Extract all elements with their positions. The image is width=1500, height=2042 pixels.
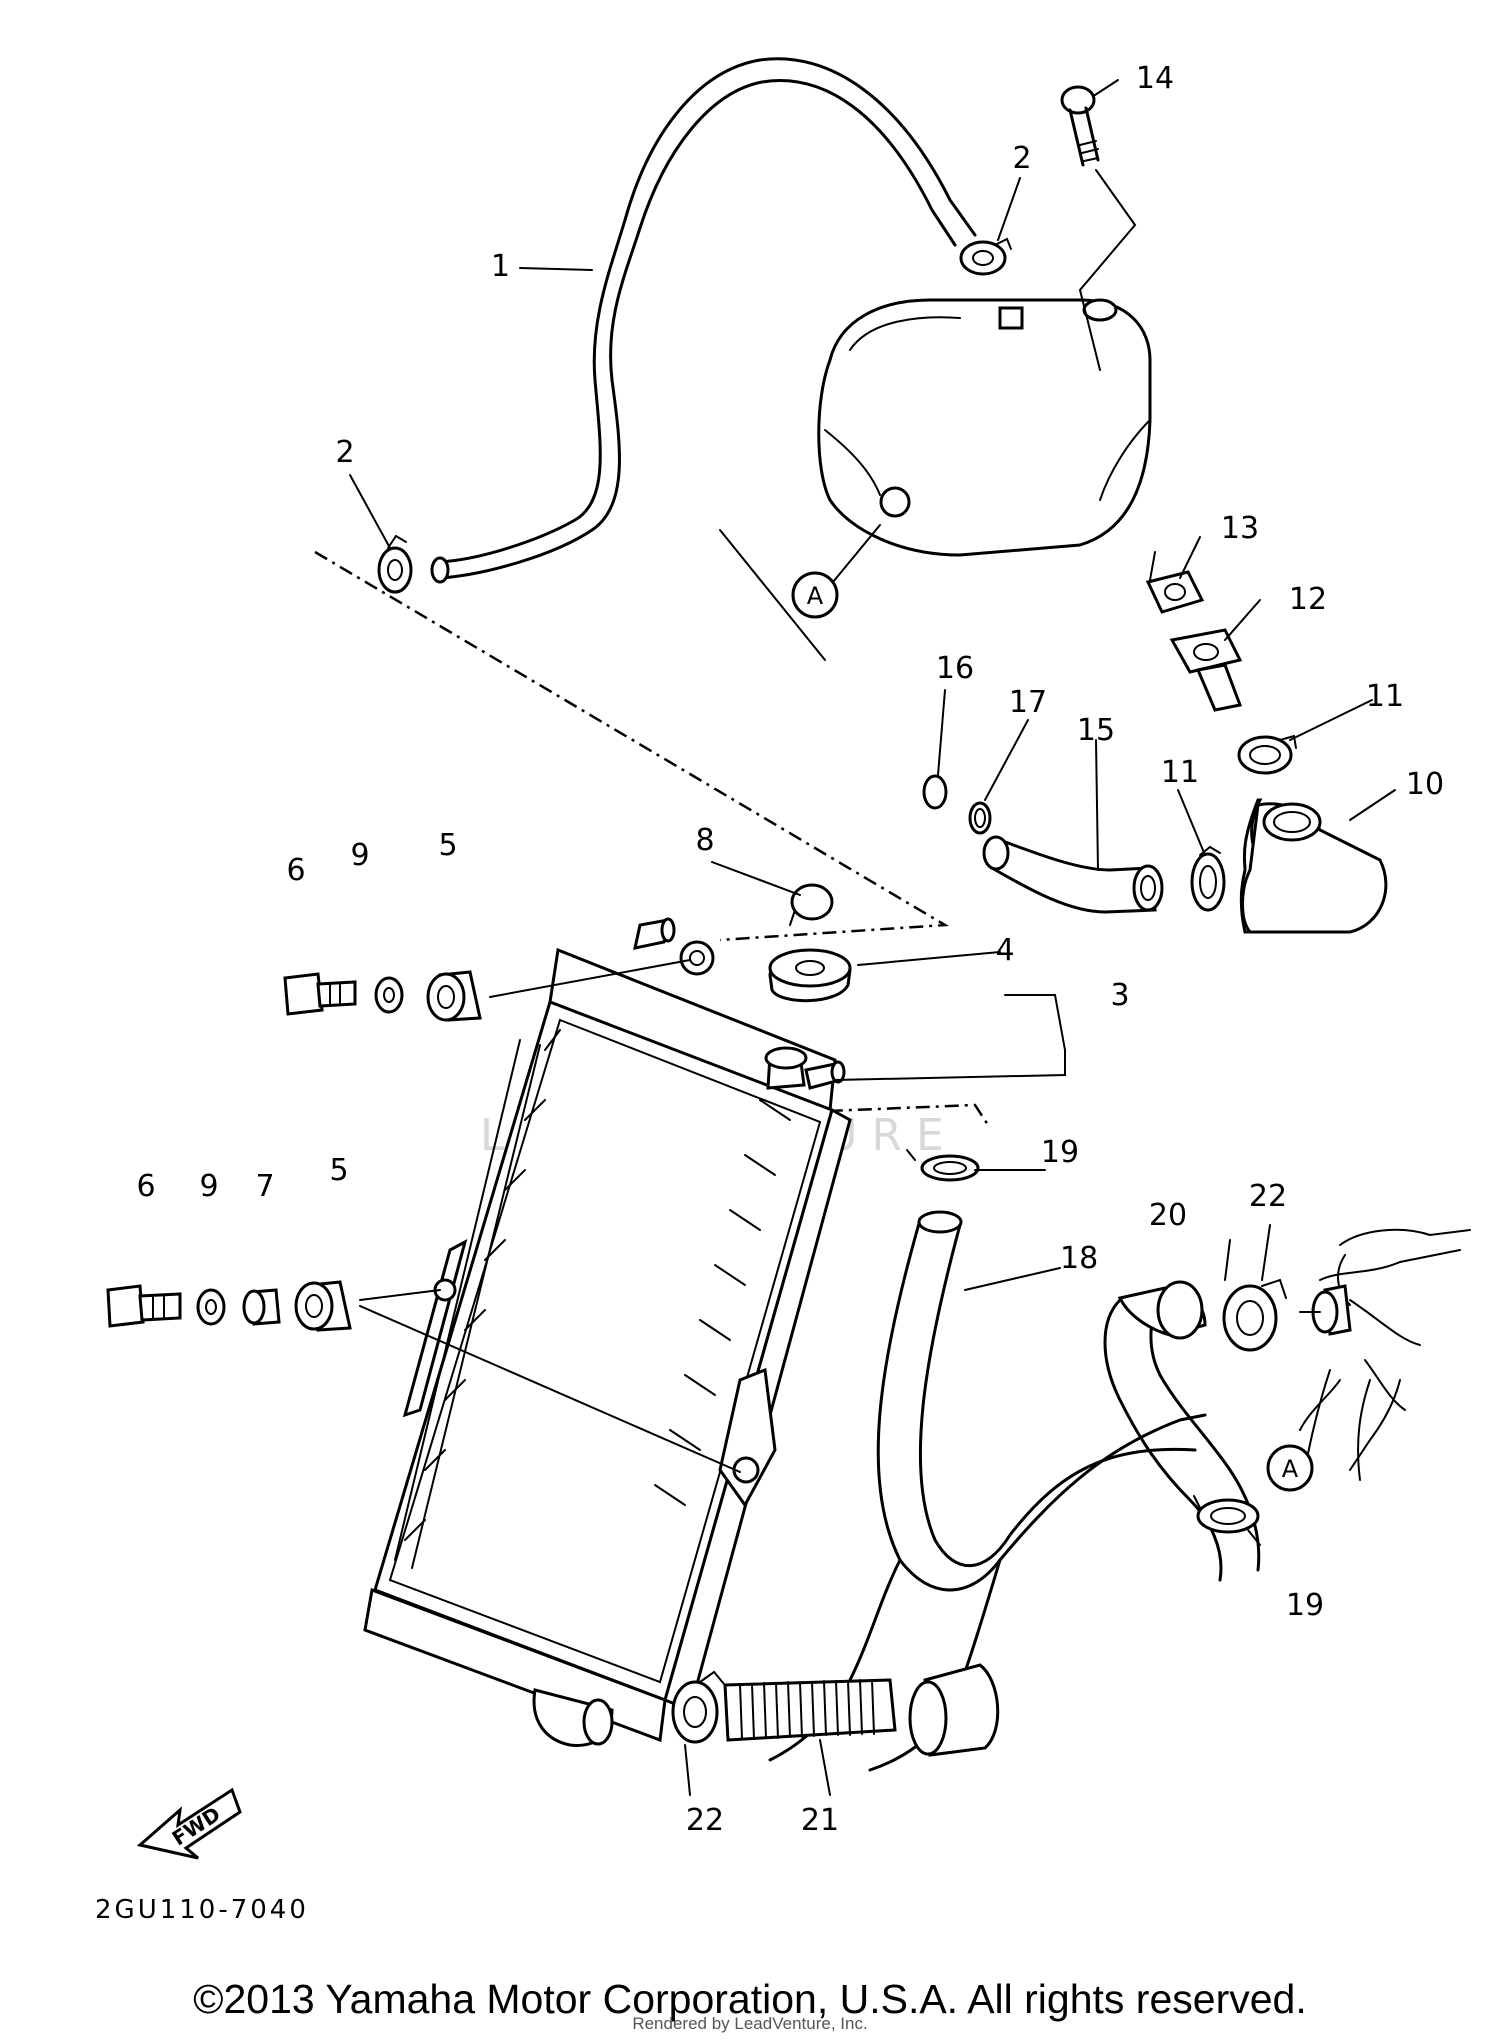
part-21-corrugated-hose <box>723 1678 897 1742</box>
part-16-o-ring <box>922 774 948 810</box>
callout-19-upper: 19 <box>1041 1135 1079 1170</box>
part-10-elbow-hose <box>1239 798 1388 934</box>
part-11-clamp-upper <box>1237 734 1297 775</box>
part-15-pipe <box>982 835 1164 914</box>
callout-10: 10 <box>1406 767 1444 802</box>
part-6-bolt-lower <box>106 1284 182 1328</box>
callout-11-lower: 11 <box>1161 755 1199 790</box>
part-22-clamp-upper <box>1222 1278 1287 1352</box>
callout-5-upper: 5 <box>438 828 457 863</box>
callout-6-upper: 6 <box>286 853 305 888</box>
connector-line-cap <box>654 1103 992 1129</box>
diagram-code: 2GU110-7040 <box>95 1895 309 1925</box>
ref-a-lower-label: A <box>1282 1455 1299 1483</box>
callout-2-top: 2 <box>1012 141 1031 176</box>
part-9-washer-upper <box>374 976 404 1014</box>
part-13-gasket <box>1145 551 1205 614</box>
callout-15: 15 <box>1077 713 1115 748</box>
engine-partial <box>1299 1228 1471 1481</box>
lower-mount-stack <box>106 1280 741 1473</box>
callout-16: 16 <box>936 651 974 686</box>
callout-21: 21 <box>801 1803 839 1838</box>
radiator <box>363 917 852 1747</box>
part-17-o-ring <box>968 801 992 835</box>
callout-9-lower: 9 <box>199 1169 218 1204</box>
callout-3: 3 <box>1110 978 1129 1013</box>
callout-14: 14 <box>1136 61 1174 96</box>
callout-6-lower: 6 <box>136 1169 155 1204</box>
callout-2-left: 2 <box>335 435 354 470</box>
callout-13: 13 <box>1221 511 1259 546</box>
callout-9-upper: 9 <box>350 838 369 873</box>
part-18-hose <box>768 1210 1207 1772</box>
callout-17: 17 <box>1009 685 1047 720</box>
callout-1: 1 <box>491 249 510 284</box>
connector-line-upper <box>314 550 950 942</box>
part-22-clamp-lower <box>671 1670 725 1744</box>
part-19-clamp-lower <box>1193 1495 1260 1534</box>
part-2-clamp-left <box>377 534 413 594</box>
part-19-clamp-upper <box>906 1149 980 1182</box>
part-4-radiator-cap <box>768 948 852 1003</box>
callout-18: 18 <box>1060 1241 1098 1276</box>
radiator-core-fins <box>394 1029 791 1569</box>
part-11-clamp-lower <box>1190 845 1226 912</box>
leader-lines <box>349 79 1396 1796</box>
upper-mount-stack <box>283 959 691 1022</box>
part-2-clamp-top <box>959 237 1012 276</box>
callout-7: 7 <box>255 1169 274 1204</box>
reservoir-tank <box>817 298 1152 557</box>
part-7-collar <box>242 1288 281 1326</box>
radiator-exploded-view: LEADVENTURE <box>95 57 1471 1925</box>
fwd-arrow-icon: FWD <box>136 1787 242 1860</box>
fwd-label: FWD <box>168 1802 225 1851</box>
callout-22-lower: 22 <box>686 1803 724 1838</box>
part-8-nut <box>789 883 834 926</box>
callout-5-lower: 5 <box>329 1153 348 1188</box>
callout-19-lower: 19 <box>1286 1588 1324 1623</box>
parts-diagram: LEADVENTURE <box>95 57 1471 1925</box>
callout-11-upper: 11 <box>1366 679 1404 714</box>
part-9-washer-lower <box>196 1288 226 1326</box>
ref-a-lower: A <box>1266 1444 1314 1492</box>
ref-a-upper: A <box>791 524 881 619</box>
part-6-bolt-upper <box>283 972 357 1016</box>
part-14-bolt <box>1060 85 1137 371</box>
copyright-notice: ©2013 Yamaha Motor Corporation, U.S.A. A… <box>193 1976 1307 2022</box>
part-12-joint <box>1169 628 1243 712</box>
ref-a-upper-label: A <box>807 582 824 610</box>
part-5-grommet-upper <box>426 970 482 1022</box>
callout-22-upper: 22 <box>1249 1179 1287 1214</box>
callout-12: 12 <box>1289 582 1327 617</box>
part-1-hose <box>430 57 977 584</box>
rendered-by-notice: Rendered by LeadVenture, Inc. <box>632 2014 868 2033</box>
callout-labels: 1 2 2 3 4 5 5 6 6 7 8 9 9 10 11 11 12 13… <box>136 61 1444 1838</box>
part-5-grommet-lower <box>294 1280 352 1332</box>
callout-4: 4 <box>995 933 1014 968</box>
callout-8: 8 <box>695 823 714 858</box>
lower-hose-stub <box>908 1663 1000 1757</box>
callout-20: 20 <box>1149 1198 1187 1233</box>
